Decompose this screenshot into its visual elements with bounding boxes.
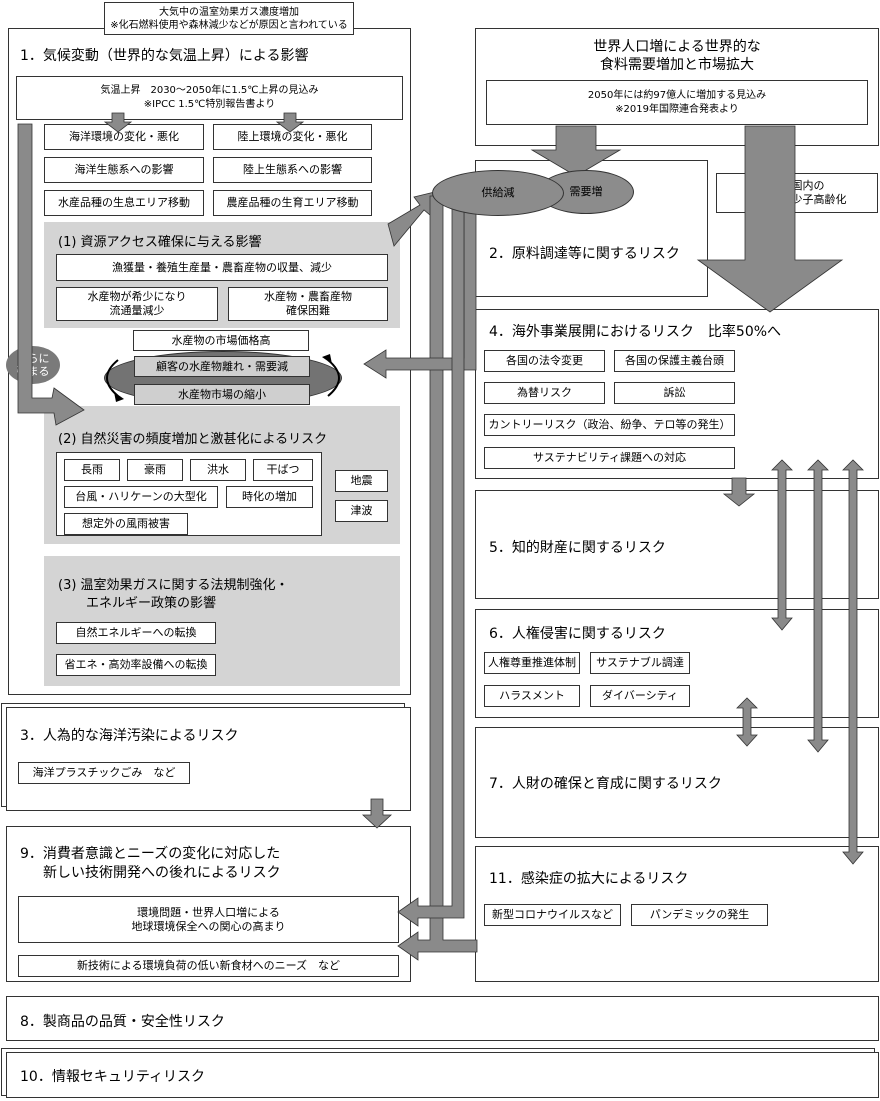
disaster-1: 豪雨 [127, 459, 183, 481]
section-3-frame [6, 707, 411, 811]
section-9-item-2: 新技術による環境負荷の低い新食材へのニーズ など [18, 955, 399, 977]
panel-1-main-item: 漁獲量・養殖生産量・農畜産物の収量、減少 [56, 254, 388, 281]
human-rights-item-2: ハラスメント [484, 685, 580, 707]
section-3-title: 3．人為的な海洋汚染によるリスク [20, 728, 239, 744]
disaster-3: 干ばつ [253, 459, 313, 481]
panel-3-title-line2: エネルギー政策の影響 [86, 596, 217, 611]
disaster-5: 時化の増加 [226, 486, 313, 508]
overseas-item-1: 各国の保護主義台頭 [614, 350, 735, 372]
section-7-title: 7．人財の確保と育成に関するリスク [489, 776, 722, 792]
policy-item-1: 省エネ・高効率設備への転換 [56, 654, 216, 676]
section-4-title: 4．海外事業展開におけるリスク 比率50%へ [489, 324, 782, 340]
disaster-2: 洪水 [190, 459, 246, 481]
japan-box: 日本国内の 人口減・少子高齢化 [716, 173, 878, 213]
market-shrink-box: 水産物市場の縮小 [134, 384, 310, 405]
left-item-1: 海洋生態系への影響 [44, 157, 204, 183]
disaster-6: 想定外の風雨被害 [64, 513, 188, 535]
panel-2-heading: (2) 自然災害の頻度増加と激甚化によるリスク [58, 432, 328, 447]
left-item-0: 海洋環境の変化・悪化 [44, 124, 204, 150]
section-1-title: 1．気候変動（世界的な気温上昇）による影響 [20, 48, 309, 64]
disaster-0: 長雨 [64, 459, 120, 481]
section-2-title: 2．原料調達等に関するリスク [489, 246, 680, 262]
world-inner-line1: 2050年には約97億人に増加する見込み [587, 89, 767, 101]
panel-1-title: (1) 資源アクセス確保に与える影響 [58, 235, 262, 250]
market-away-box: 顧客の水産物離れ・需要減 [134, 356, 310, 377]
right-item-2: 農産品種の生育エリア移動 [213, 190, 372, 216]
panel-1-right-item: 水産物・農畜産物 確保困難 [228, 287, 388, 321]
world-title-line2: 食料需要増加と市場拡大 [600, 57, 754, 73]
top-note-line1: 大気中の温室効果ガス濃度増加 [159, 6, 299, 18]
temperature-line1: 気温上昇 2030～2050年に1.5℃上昇の見込み [100, 85, 319, 96]
overseas-item-3: 訴訟 [614, 382, 735, 404]
human-rights-item-3: ダイバーシティ [590, 685, 690, 707]
overseas-item-5: サステナビリティ課題への対応 [484, 447, 735, 469]
section-10-frame [6, 1052, 879, 1098]
section-5-title: 5．知的財産に関するリスク [489, 540, 666, 556]
temperature-line2: ※IPCC 1.5℃特別報告書より [143, 99, 276, 110]
disaster-side-1: 津波 [335, 500, 388, 522]
disaster-side-0: 地震 [335, 470, 388, 492]
human-rights-item-0: 人権尊重推進体制 [484, 652, 580, 674]
section-10-title: 10．情報セキュリティリスク [20, 1069, 205, 1085]
panel-1-left-item: 水産物が希少になり 流通量減少 [56, 287, 218, 321]
temperature-box: 気温上昇 2030～2050年に1.5℃上昇の見込み ※IPCC 1.5℃特別報告… [16, 76, 403, 120]
panel-3-title-line1: (3) 温室効果ガスに関する法規制強化・ [58, 578, 289, 593]
section-9-item-1: 環境問題・世界人口増による 地球環境保全への関心の高まり [18, 896, 399, 943]
arrow-big-down [696, 125, 844, 313]
left-item-2: 水産品種の生息エリア移動 [44, 190, 204, 216]
section-9-title-line2: 新しい技術開発への後れによるリスク [43, 865, 281, 881]
section-3-item: 海洋プラスチックごみ など [18, 762, 190, 784]
world-title-line1: 世界人口増による世界的な [593, 39, 761, 55]
human-rights-item-1: サステナブル調達 [590, 652, 690, 674]
policy-item-0: 自然エネルギーへの転換 [56, 622, 216, 644]
top-note: 大気中の温室効果ガス濃度増加※化石燃料使用や森林減少などが原因と言われている [104, 2, 354, 35]
stronger-label: さらに 強まる [6, 346, 60, 384]
supply-ellipse: 供給減 [432, 170, 564, 216]
top-note-line2: ※化石燃料使用や森林減少などが原因と言われている [110, 19, 348, 31]
infection-item-1: パンデミックの発生 [631, 904, 768, 926]
disaster-4: 台風・ハリケーンの大型化 [64, 486, 218, 508]
overseas-item-0: 各国の法令変更 [484, 350, 605, 372]
section-8-frame [6, 996, 879, 1041]
section-8-title: 8．製商品の品質・安全性リスク [20, 1014, 225, 1030]
section-9-title-line1: 9．消費者意識とニーズの変化に対応した [20, 846, 281, 862]
right-item-1: 陸上生態系への影響 [213, 157, 372, 183]
market-price-box: 水産物の市場価格高 [133, 330, 309, 351]
overseas-item-4: カントリーリスク（政治、紛争、テロ等の発生） [484, 414, 735, 436]
overseas-item-2: 為替リスク [484, 382, 605, 404]
section-6-title: 6．人権侵害に関するリスク [489, 626, 666, 642]
world-inner: 2050年には約97億人に増加する見込み ※2019年国際連合発表より [486, 80, 868, 125]
infection-item-0: 新型コロナウイルスなど [484, 904, 621, 926]
right-item-0: 陸上環境の変化・悪化 [213, 124, 372, 150]
section-11-title: 11．感染症の拡大によるリスク [489, 871, 689, 887]
world-inner-line2: ※2019年国際連合発表より [615, 103, 739, 115]
